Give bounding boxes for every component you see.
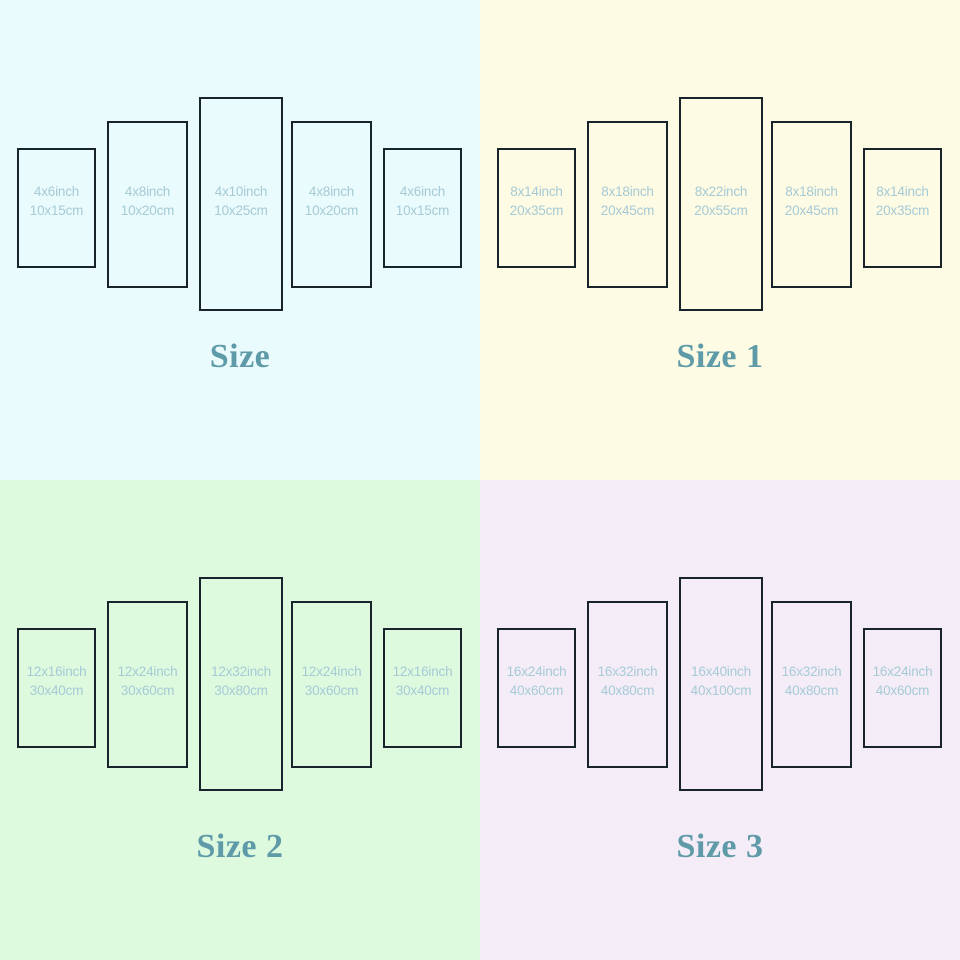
canvas-panel	[679, 97, 763, 311]
canvas-panel	[291, 121, 372, 288]
canvas-panel	[497, 628, 576, 748]
canvas-panel	[17, 628, 96, 748]
canvas-panel	[383, 628, 462, 748]
canvas-panel	[587, 121, 668, 288]
canvas-panel	[863, 148, 942, 268]
canvas-panel	[587, 601, 668, 768]
canvas-panel	[679, 577, 763, 791]
canvas-panel	[291, 601, 372, 768]
canvas-panel	[497, 148, 576, 268]
canvas-panel	[771, 601, 852, 768]
canvas-panel	[199, 97, 283, 311]
canvas-panel	[771, 121, 852, 288]
quadrant-title-size-3: Size 3	[676, 828, 764, 865]
quadrant-title-size-2: Size 2	[196, 828, 284, 865]
canvas-panel	[17, 148, 96, 268]
canvas-panel	[107, 601, 188, 768]
canvas-panel	[863, 628, 942, 748]
canvas-panel	[107, 121, 188, 288]
quadrant-title-size-1: Size 1	[676, 338, 764, 375]
quadrant-title-size: Size	[209, 338, 271, 375]
canvas-panel	[199, 577, 283, 791]
canvas-panel	[383, 148, 462, 268]
